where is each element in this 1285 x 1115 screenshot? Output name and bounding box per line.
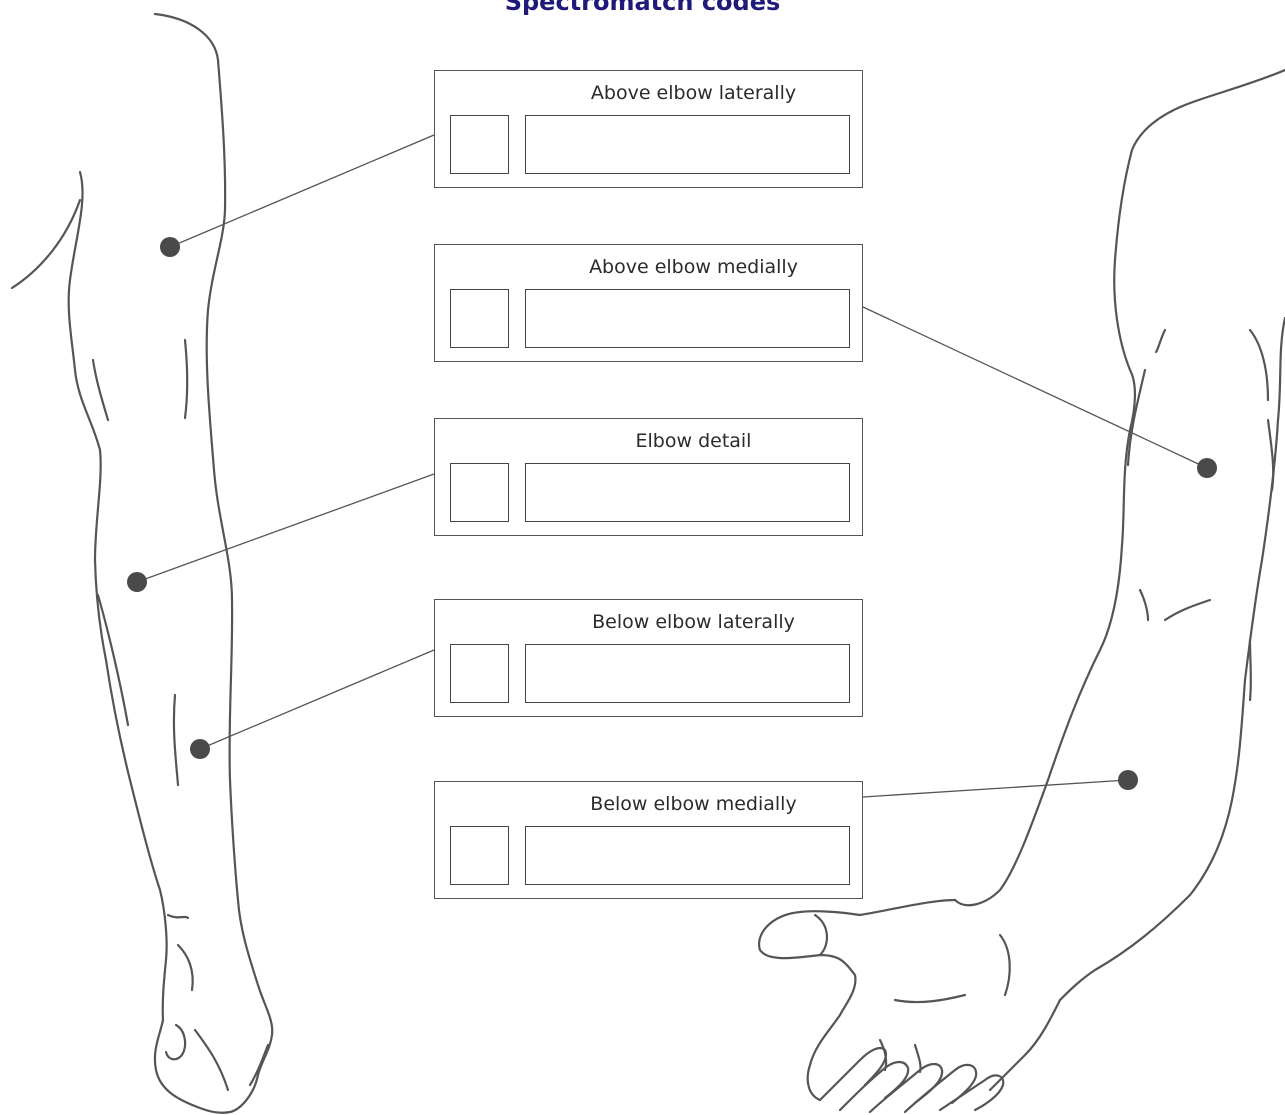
panel-label: Below elbow laterally [525, 611, 862, 633]
notes-box[interactable] [525, 115, 850, 174]
leader-below-elbow-medially [863, 780, 1128, 797]
panel-label: Above elbow laterally [525, 82, 862, 104]
code-box[interactable] [450, 115, 509, 174]
notes-box[interactable] [525, 826, 850, 885]
code-box[interactable] [450, 289, 509, 348]
notes-box[interactable] [525, 289, 850, 348]
panel-below-elbow-medially: Below elbow medially [434, 781, 863, 899]
left-arm-outline [12, 14, 272, 1113]
dot-above-elbow-laterally [160, 237, 180, 257]
dot-elbow-detail [127, 572, 147, 592]
panel-label: Elbow detail [525, 430, 862, 452]
leader-elbow-detail [137, 474, 434, 582]
dot-below-elbow-medially [1118, 770, 1138, 790]
right-arm-outline [759, 70, 1285, 1112]
code-box[interactable] [450, 826, 509, 885]
panel-above-elbow-medially: Above elbow medially [434, 244, 863, 362]
code-box[interactable] [450, 644, 509, 703]
panel-below-elbow-laterally: Below elbow laterally [434, 599, 863, 717]
notes-box[interactable] [525, 644, 850, 703]
leader-above-elbow-medially [863, 307, 1207, 468]
panel-label: Above elbow medially [525, 256, 862, 278]
notes-box[interactable] [525, 463, 850, 522]
panel-elbow-detail: Elbow detail [434, 418, 863, 536]
dot-below-elbow-laterally [190, 739, 210, 759]
leader-below-elbow-laterally [200, 650, 434, 749]
leader-above-elbow-laterally [170, 135, 434, 247]
panel-above-elbow-laterally: Above elbow laterally [434, 70, 863, 188]
dot-above-elbow-medially [1197, 458, 1217, 478]
panel-label: Below elbow medially [525, 793, 862, 815]
code-box[interactable] [450, 463, 509, 522]
